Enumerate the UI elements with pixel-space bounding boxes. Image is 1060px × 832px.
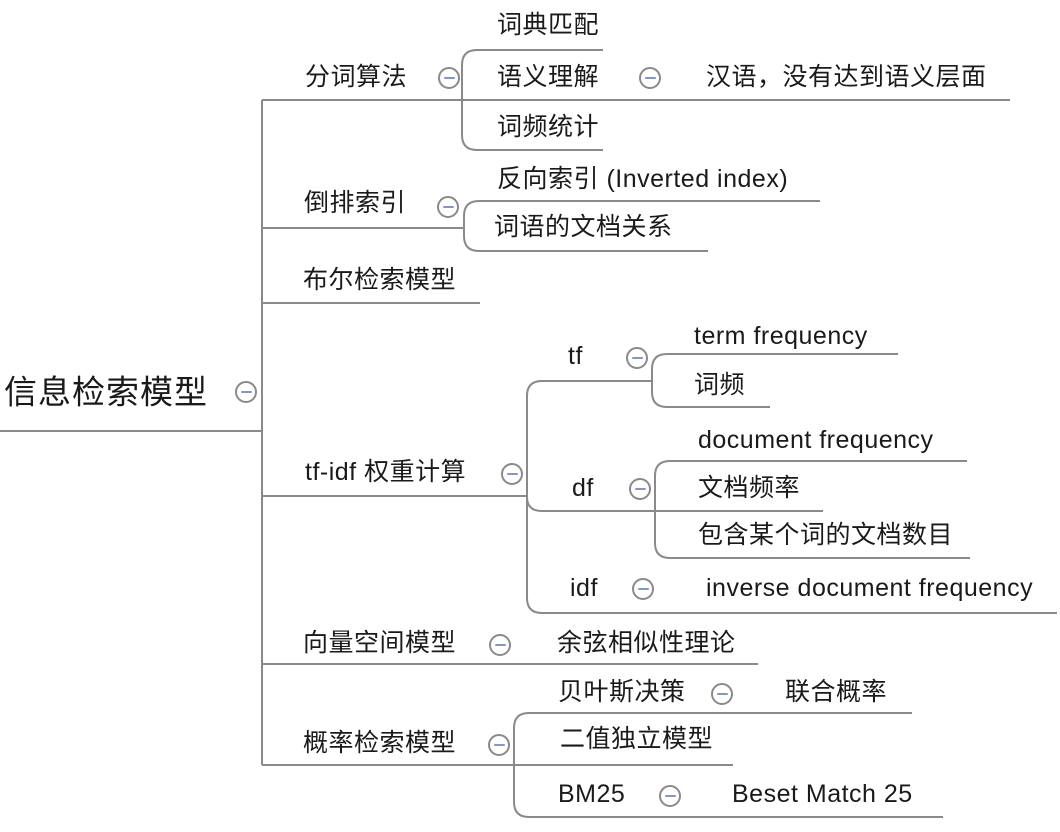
bracket-tf-children (651, 353, 898, 408)
topic-term-frequency[interactable]: term frequency (694, 322, 868, 351)
topic-idf[interactable]: idf (570, 574, 598, 603)
minus-icon (664, 794, 676, 798)
topic-chinese-not-semantic[interactable]: 汉语，没有达到语义层面 (706, 63, 987, 92)
collapse-button-tfidf[interactable] (501, 463, 523, 485)
bracket-df-children (654, 460, 970, 559)
collapse-button-vector-space-model[interactable] (489, 634, 511, 656)
topic-inverse-document-frequency[interactable]: inverse document frequency (706, 574, 1034, 603)
minus-icon (631, 356, 643, 360)
minus-icon (506, 472, 518, 476)
collapse-button-semantic-understanding[interactable] (639, 67, 661, 89)
minus-icon (634, 487, 646, 491)
minus-icon (442, 205, 454, 209)
topic-tfidf[interactable]: tf-idf 权重计算 (305, 458, 467, 487)
topic-binary-independence-model[interactable]: 二值独立模型 (560, 725, 714, 754)
collapse-button-root[interactable] (235, 381, 257, 403)
topic-dictionary-match[interactable]: 词典匹配 (497, 11, 600, 40)
topic-word-frequency-stats[interactable]: 词频统计 (497, 113, 600, 142)
topic-document-frequency-cn[interactable]: 文档频率 (698, 474, 801, 503)
topic-cosine-similarity[interactable]: 余弦相似性理论 (557, 629, 736, 658)
topic-word-segmentation[interactable]: 分词算法 (305, 63, 408, 92)
minus-icon (716, 692, 728, 696)
topic-vector-space-model[interactable]: 向量空间模型 (303, 629, 457, 658)
collapse-button-idf[interactable] (632, 578, 654, 600)
line-df-row (526, 496, 823, 512)
collapse-button-bm25[interactable] (659, 785, 681, 807)
minus-icon (644, 76, 656, 80)
collapse-button-tf[interactable] (626, 347, 648, 369)
topic-df[interactable]: df (572, 474, 594, 503)
topic-best-match-25[interactable]: Beset Match 25 (732, 780, 913, 809)
collapse-button-bayes-decision[interactable] (711, 683, 733, 705)
topic-bm25[interactable]: BM25 (558, 780, 626, 809)
bracket-inverted-index-children (463, 200, 820, 252)
topic-probabilistic-model[interactable]: 概率检索模型 (303, 729, 457, 758)
minus-icon (494, 643, 506, 647)
topic-document-frequency[interactable]: document frequency (698, 426, 934, 455)
topic-term-document-relation[interactable]: 词语的文档关系 (494, 213, 673, 242)
topic-inverted-index[interactable]: 倒排索引 (304, 189, 407, 218)
topic-joint-probability[interactable]: 联合概率 (785, 678, 888, 707)
bracket-probabilistic-children (513, 712, 943, 818)
collapse-button-probabilistic-model[interactable] (488, 734, 510, 756)
topic-reverse-index[interactable]: 反向索引 (Inverted index) (497, 165, 789, 194)
topic-tf[interactable]: tf (568, 342, 583, 371)
minus-icon (240, 390, 252, 394)
collapse-button-inverted-index[interactable] (437, 196, 459, 218)
minus-icon (637, 587, 649, 591)
bracket-segmentation-children (461, 49, 603, 151)
minus-icon (493, 743, 505, 747)
topic-cipin[interactable]: 词频 (694, 371, 746, 400)
collapse-button-word-segmentation[interactable] (438, 67, 460, 89)
topic-root[interactable]: 信息检索模型 (4, 373, 208, 411)
topic-semantic-understanding[interactable]: 语义理解 (497, 63, 600, 92)
minus-icon (443, 76, 455, 80)
topic-boolean-model[interactable]: 布尔检索模型 (303, 266, 457, 295)
topic-bayes-decision[interactable]: 贝叶斯决策 (558, 678, 686, 707)
topic-doc-count-containing-term[interactable]: 包含某个词的文档数目 (698, 521, 954, 550)
collapse-button-df[interactable] (629, 478, 651, 500)
